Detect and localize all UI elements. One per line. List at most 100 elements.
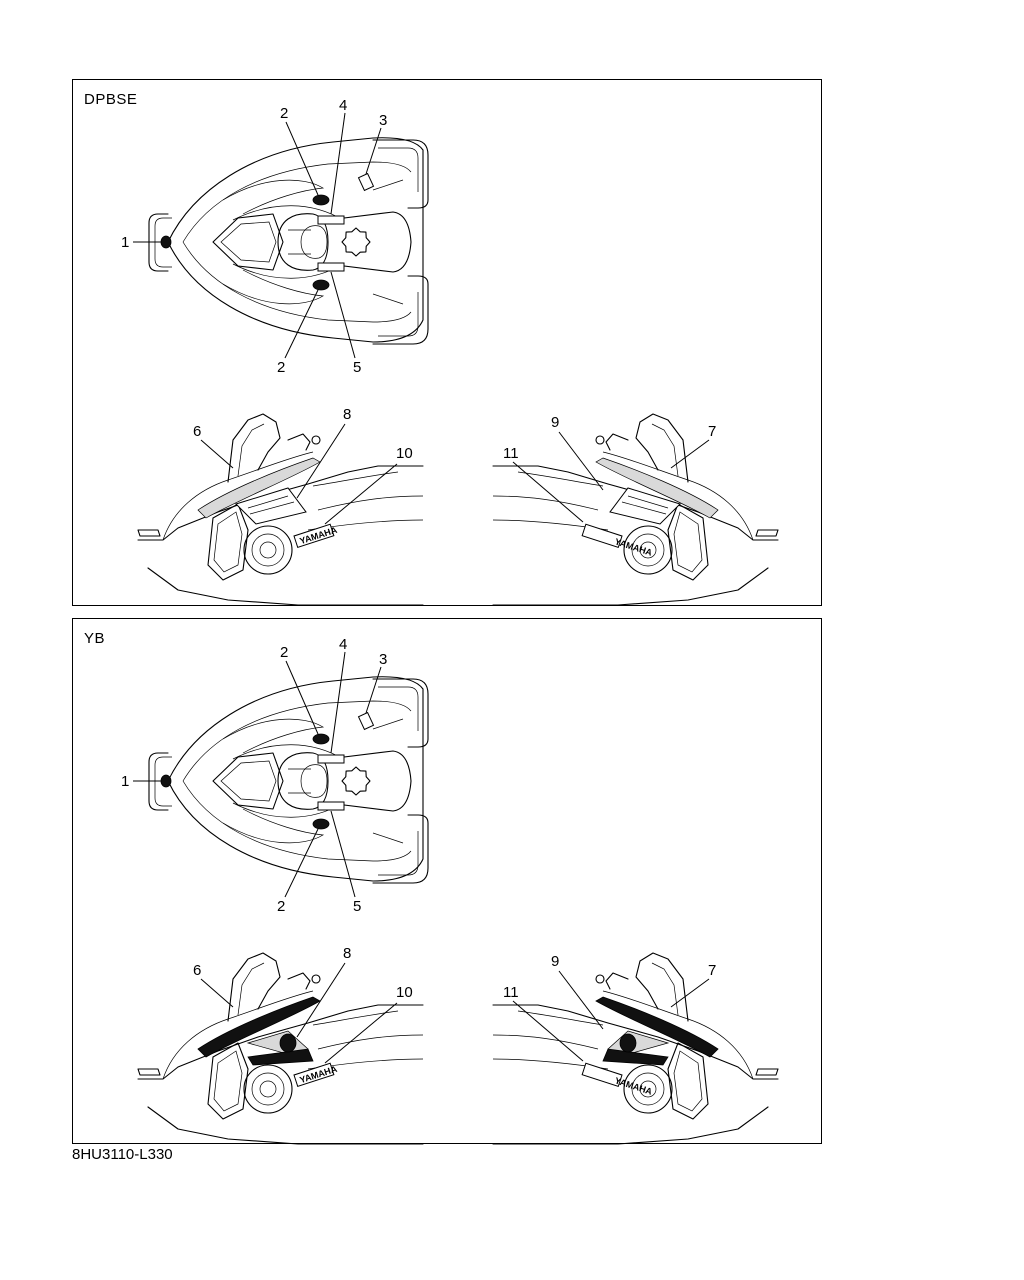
callout-5-leader (330, 810, 356, 898)
panel-title: YB (84, 630, 106, 647)
decal-4-label (317, 215, 345, 225)
hull-outline (167, 676, 424, 882)
deck-stripe (595, 457, 719, 519)
callout-2-lower: 2 (277, 898, 285, 915)
yamaha-logo: YAMAHA (293, 1062, 339, 1088)
side-panel (207, 503, 249, 581)
hull-top-line (137, 1004, 424, 1080)
callout-10: 10 (396, 984, 413, 1001)
yamaha-logo: YAMAHA (293, 523, 339, 549)
callout-6: 6 (193, 962, 201, 979)
top-decals (160, 172, 375, 291)
callout-7: 7 (708, 423, 716, 440)
callout-1: 1 (121, 773, 129, 790)
front-bumper (755, 1068, 779, 1076)
side-view-right: YAMAHA (492, 413, 779, 606)
callout-9-leader (558, 970, 604, 1030)
steering-area (277, 752, 329, 810)
callout-6-leader (200, 439, 234, 469)
callout-9-leader (558, 431, 604, 491)
callout-8: 8 (343, 406, 351, 423)
callout-2-upper: 2 (280, 644, 288, 661)
console (212, 752, 284, 810)
decal-2-emblem (312, 194, 330, 206)
front-bumper (137, 529, 161, 537)
callout-10-leader (324, 463, 398, 525)
callout-10-leader (324, 1002, 398, 1064)
windshield (227, 413, 281, 483)
windshield (227, 952, 281, 1022)
decal-2-emblem (312, 818, 330, 830)
callout-7: 7 (708, 962, 716, 979)
hull-outline (167, 137, 424, 343)
callout-9: 9 (551, 953, 559, 970)
callout-5: 5 (353, 359, 361, 376)
callout-8: 8 (343, 945, 351, 962)
decal-2-emblem (312, 733, 330, 745)
fuel-cap (341, 766, 371, 796)
side-panel (207, 1042, 249, 1120)
callout-3-leader (365, 127, 382, 175)
console (212, 213, 284, 271)
callout-9: 9 (551, 414, 559, 431)
yamaha-logo-text: YAMAHA (614, 536, 654, 558)
decal-3-label (357, 711, 375, 731)
hull-bottom-line (147, 567, 424, 606)
decal-1-emblem (160, 235, 172, 249)
hull-bottom-line (147, 1106, 424, 1145)
side-view-left: YAMAHA (137, 952, 424, 1145)
windshield (635, 413, 689, 483)
decal-1-emblem (160, 774, 172, 788)
callout-7-leader (670, 439, 710, 469)
front-bumper (755, 529, 779, 537)
callout-4-leader (330, 112, 346, 215)
yamaha-logo-text: YAMAHA (614, 1075, 654, 1097)
hull-bottom-line (492, 1106, 769, 1145)
side-panel (667, 503, 709, 581)
fuel-cap (341, 227, 371, 257)
decal-8-label (609, 487, 681, 525)
front-bumper (137, 1068, 161, 1076)
hull-top-line (492, 1004, 779, 1080)
callout-2-upper: 2 (280, 105, 288, 122)
callout-1: 1 (121, 234, 129, 251)
panel-title: DPBSE (84, 91, 138, 108)
intake-grille (623, 525, 673, 575)
decal-4-label (317, 754, 345, 764)
intake-grille (623, 1064, 673, 1114)
yamaha-logo: YAMAHA (581, 1062, 654, 1097)
seat (327, 211, 412, 273)
callout-11: 11 (503, 984, 519, 1001)
decal-8-label (235, 487, 307, 525)
callout-11: 11 (503, 445, 519, 462)
side-panel (667, 1042, 709, 1120)
top-view (148, 137, 429, 345)
callout-3: 3 (379, 651, 387, 668)
windshield (635, 952, 689, 1022)
callout-2-lower-leader (284, 828, 319, 898)
intake-grille (243, 525, 293, 575)
decal-5-label (317, 801, 345, 811)
callout-3-leader (365, 666, 382, 714)
decal-2-emblem (312, 279, 330, 291)
callout-4-leader (330, 651, 346, 754)
decal-3-label (357, 172, 375, 192)
intake-grille (243, 1064, 293, 1114)
deck-stripe (595, 996, 719, 1058)
figure-code: 8HU3110-L330 (72, 1146, 173, 1163)
callout-2-lower-leader (284, 289, 319, 359)
top-view (148, 676, 429, 884)
callout-4: 4 (339, 636, 347, 653)
callout-2-lower: 2 (277, 359, 285, 376)
callout-2-upper-leader (285, 660, 319, 735)
callout-7-leader (670, 978, 710, 1008)
top-decals (160, 711, 375, 830)
hull-bottom-line (492, 567, 769, 606)
callout-11-leader (512, 1000, 584, 1062)
callout-11-leader (512, 461, 584, 523)
side-view-right: YAMAHA (492, 952, 779, 1145)
